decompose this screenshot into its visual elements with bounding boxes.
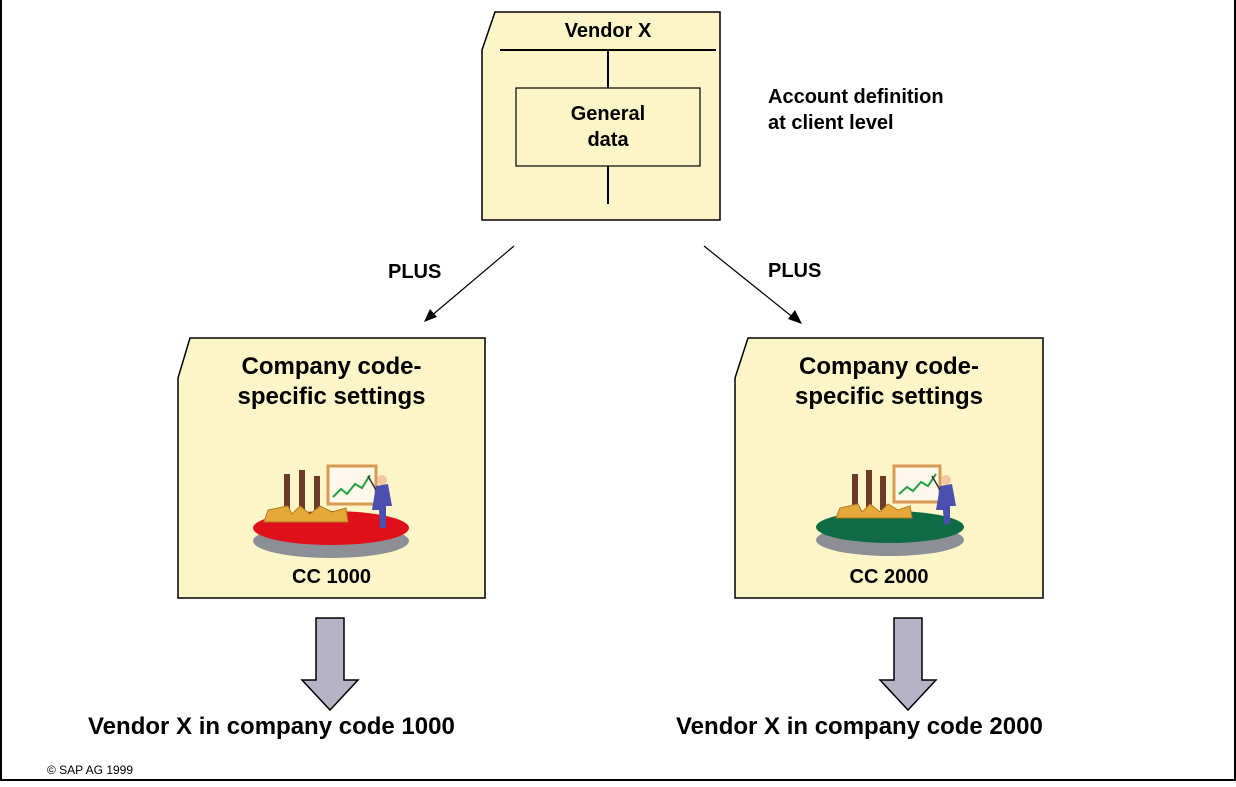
- whiteboard: [892, 464, 942, 504]
- company-code-1000-label: CC 1000: [292, 566, 371, 588]
- company-disc-2000: [816, 511, 964, 543]
- company-card-1000-heading: Company code- specific settings: [237, 353, 426, 410]
- vendor-title: Vendor X: [564, 20, 652, 42]
- presenter-figure: [372, 484, 392, 528]
- factory-crates: [835, 503, 913, 519]
- chimney: [299, 470, 305, 512]
- whiteboard-chart: [332, 474, 371, 498]
- copyright-notice: © SAP AG 1999: [47, 763, 134, 777]
- plus-arrow-left-head: [424, 309, 437, 322]
- chimney: [284, 474, 290, 512]
- presenter-pointer: [931, 475, 941, 491]
- result-arrow-2000: [878, 617, 938, 712]
- presenter-figure: [936, 484, 956, 524]
- plus-label-left: PLUS: [388, 261, 442, 283]
- factory-crates: [263, 505, 349, 523]
- company-card-2000-heading: Company code- specific settings: [794, 353, 984, 410]
- result-caption-1000: Vendor X in company code 1000: [88, 713, 455, 740]
- plus-arrow-right-head: [788, 310, 802, 324]
- whiteboard-chart: [898, 473, 937, 495]
- vendor-card: [481, 11, 721, 221]
- general-data-label: General data: [570, 103, 646, 151]
- chimney: [880, 476, 886, 510]
- presenter-pointer: [367, 475, 377, 491]
- plus-label-right: PLUS: [768, 260, 822, 282]
- plus-arrow-right: [703, 245, 796, 320]
- company-card-2000: [734, 337, 1044, 599]
- company-illustration-2000: [816, 464, 964, 556]
- chimney: [866, 470, 872, 510]
- company-code-2000-label: CC 2000: [849, 566, 929, 588]
- whiteboard: [326, 464, 378, 506]
- result-arrow-1000: [300, 617, 360, 712]
- plus-arrow-left: [429, 245, 515, 318]
- presenter-head: [941, 475, 951, 485]
- presenter-head: [377, 475, 387, 485]
- result-caption-2000: Vendor X in company code 2000: [676, 713, 1043, 740]
- chimney: [314, 476, 320, 512]
- chimney: [852, 474, 858, 510]
- company-illustration-1000: [253, 464, 409, 558]
- client-level-note: Account definition at client level: [768, 86, 944, 134]
